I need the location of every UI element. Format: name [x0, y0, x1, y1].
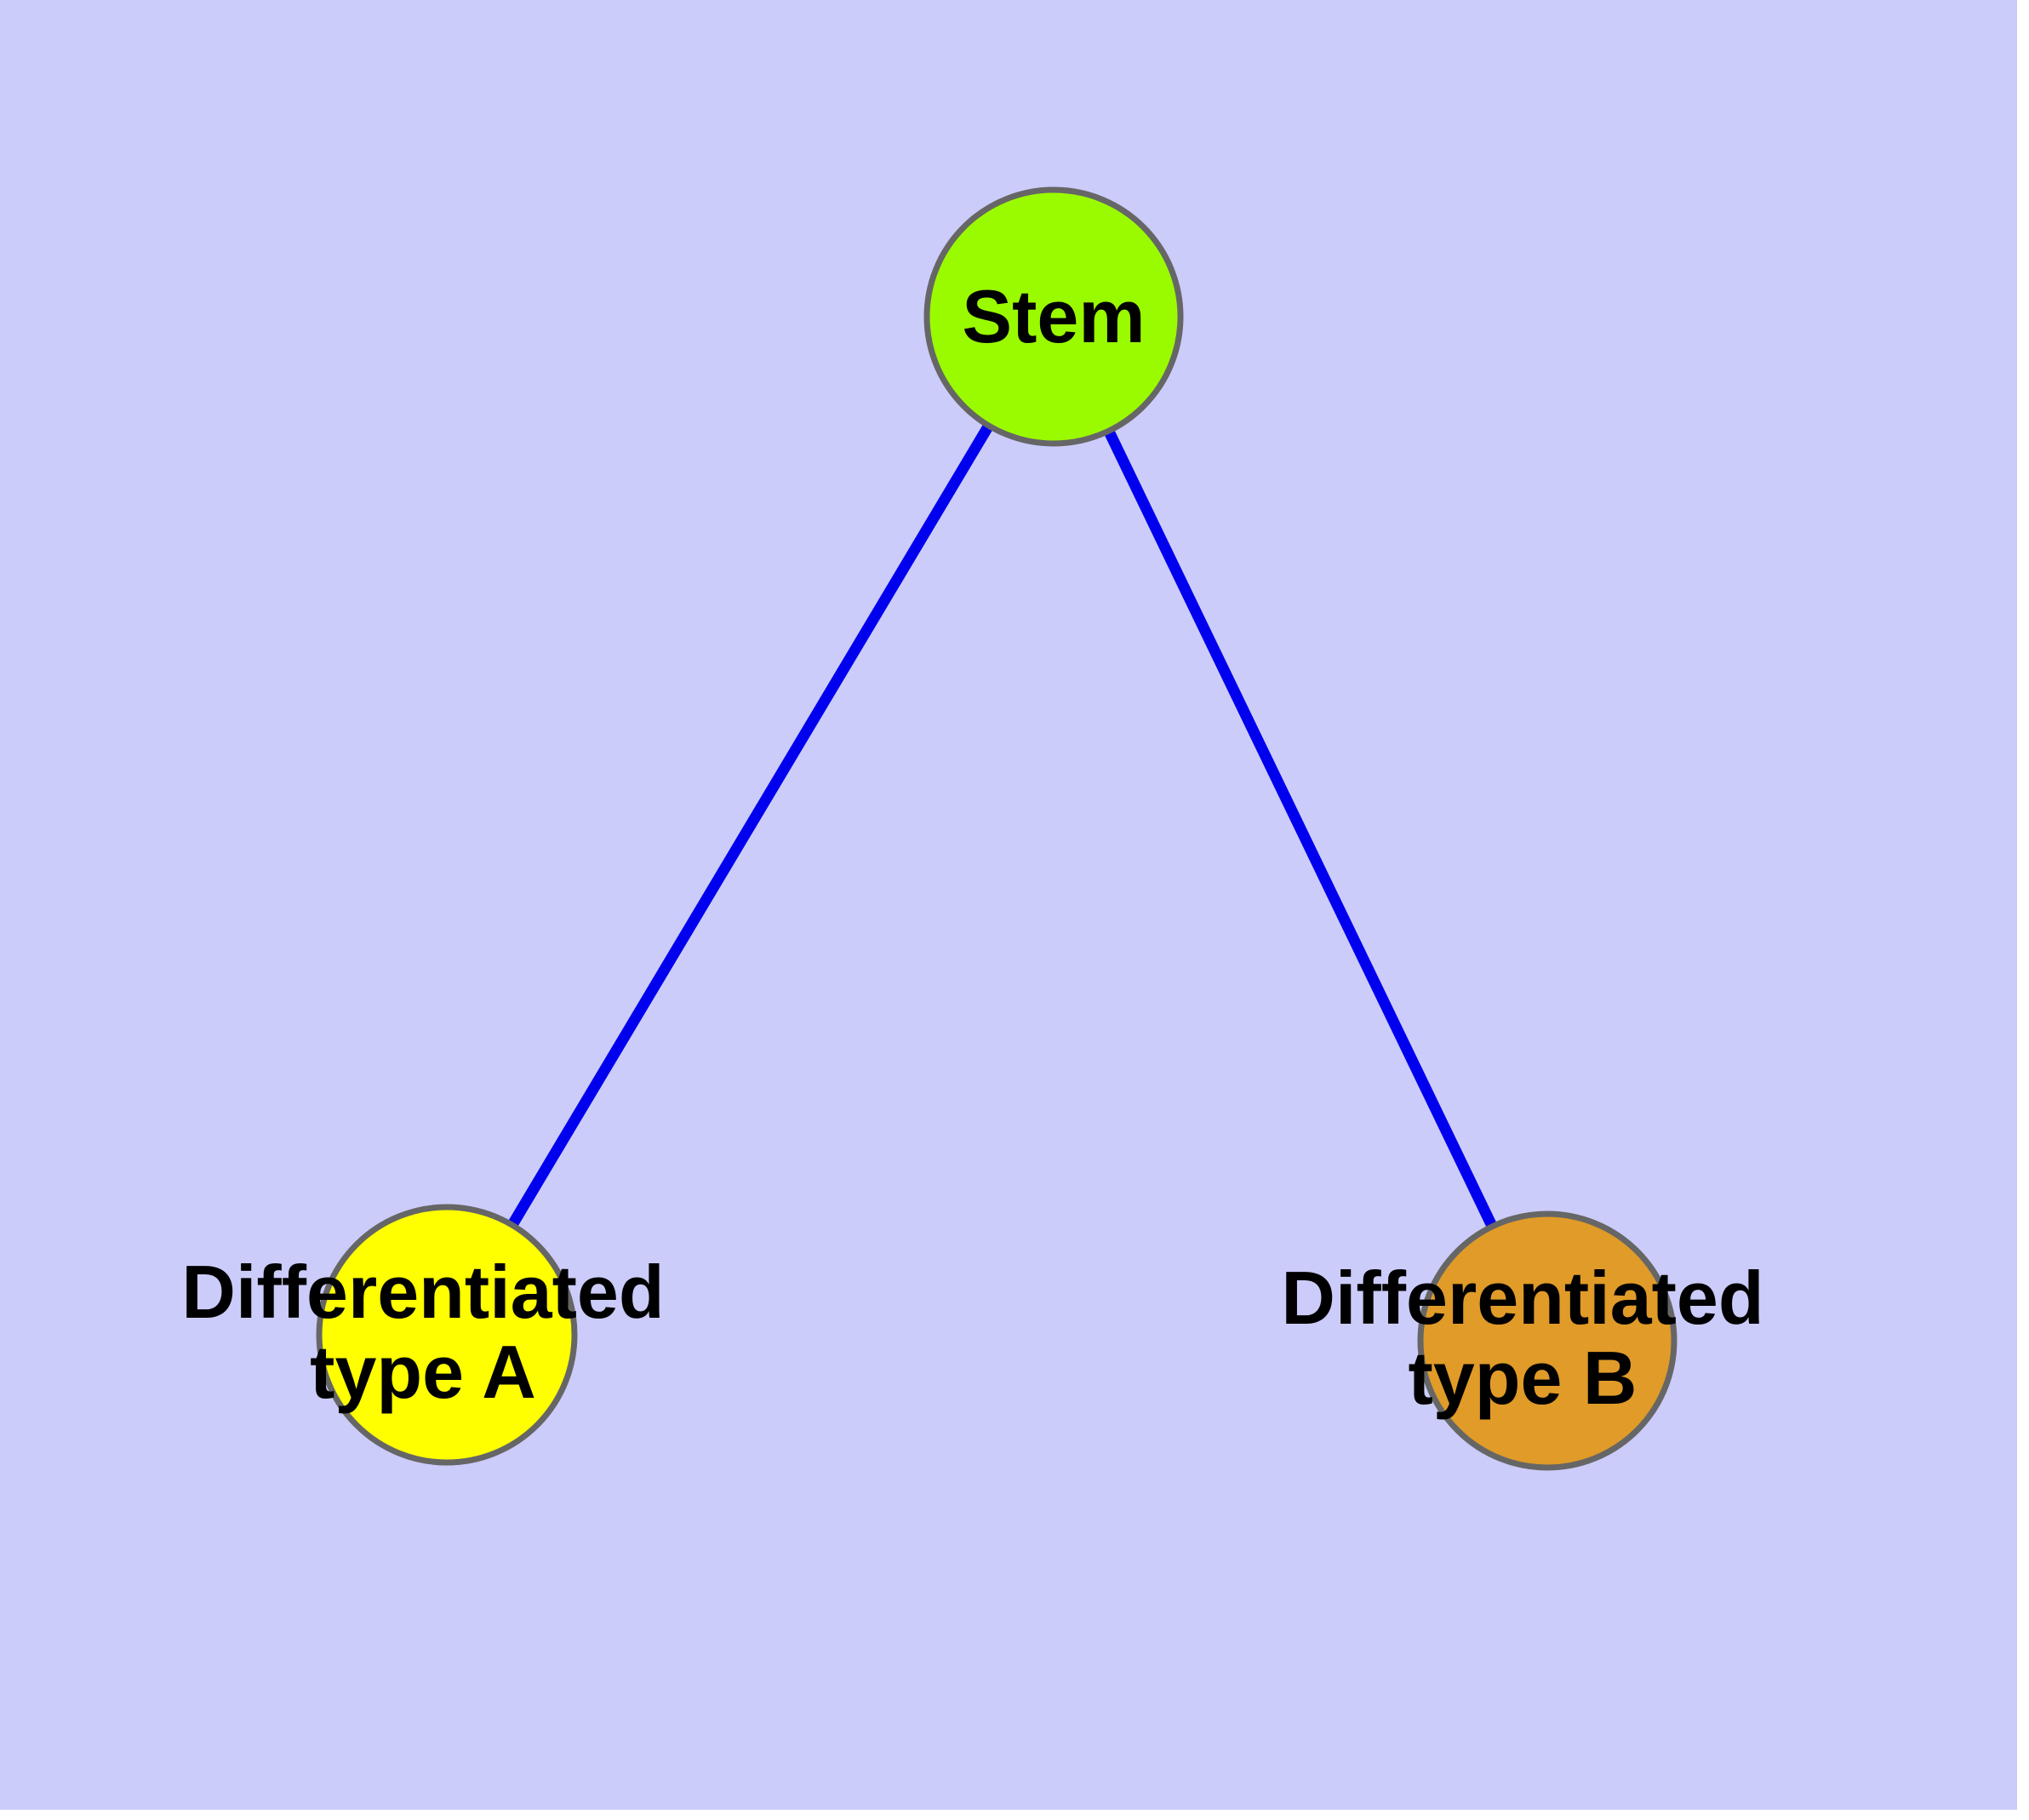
node-stem[interactable]	[923, 186, 1184, 447]
node-differentiated-type-a[interactable]	[316, 1204, 578, 1466]
edge-stem-to-diff-b[interactable]	[1049, 314, 1552, 1343]
node-differentiated-type-b[interactable]	[1417, 1210, 1677, 1471]
edge-stem-to-diff-a[interactable]	[442, 313, 1059, 1338]
node-layer	[316, 186, 1677, 1471]
edge-layer	[442, 313, 1552, 1343]
